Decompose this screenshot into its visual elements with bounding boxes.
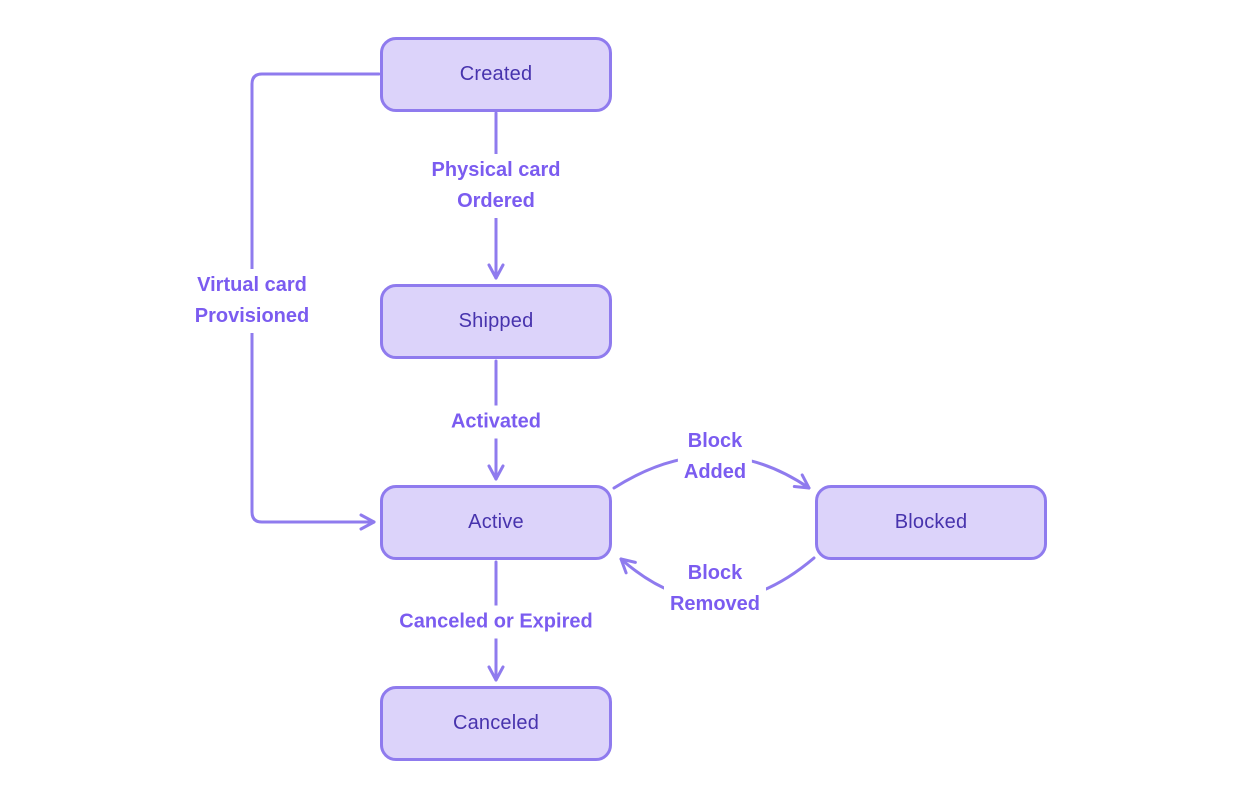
edge-label-virtual-card-provisioned: Virtual card Provisioned xyxy=(188,269,316,333)
node-created-label: Created xyxy=(459,63,533,85)
edge-label-block-added: Block Added xyxy=(677,425,753,489)
node-canceled: Canceled xyxy=(380,686,612,761)
node-canceled-label: Canceled xyxy=(452,712,540,734)
edge-label-physical-card-ordered: Physical card Ordered xyxy=(425,154,567,218)
node-created: Created xyxy=(380,37,612,112)
node-shipped: Shipped xyxy=(380,284,612,359)
node-shipped-label: Shipped xyxy=(458,310,534,332)
edge-label-activated: Activated xyxy=(444,405,548,439)
node-active: Active xyxy=(380,485,612,560)
edge-label-block-removed: Block Removed xyxy=(663,557,767,621)
node-blocked-label: Blocked xyxy=(894,511,968,533)
node-active-label: Active xyxy=(468,511,524,533)
edge-label-canceled-or-expired: Canceled or Expired xyxy=(393,605,599,639)
node-blocked: Blocked xyxy=(815,485,1047,560)
